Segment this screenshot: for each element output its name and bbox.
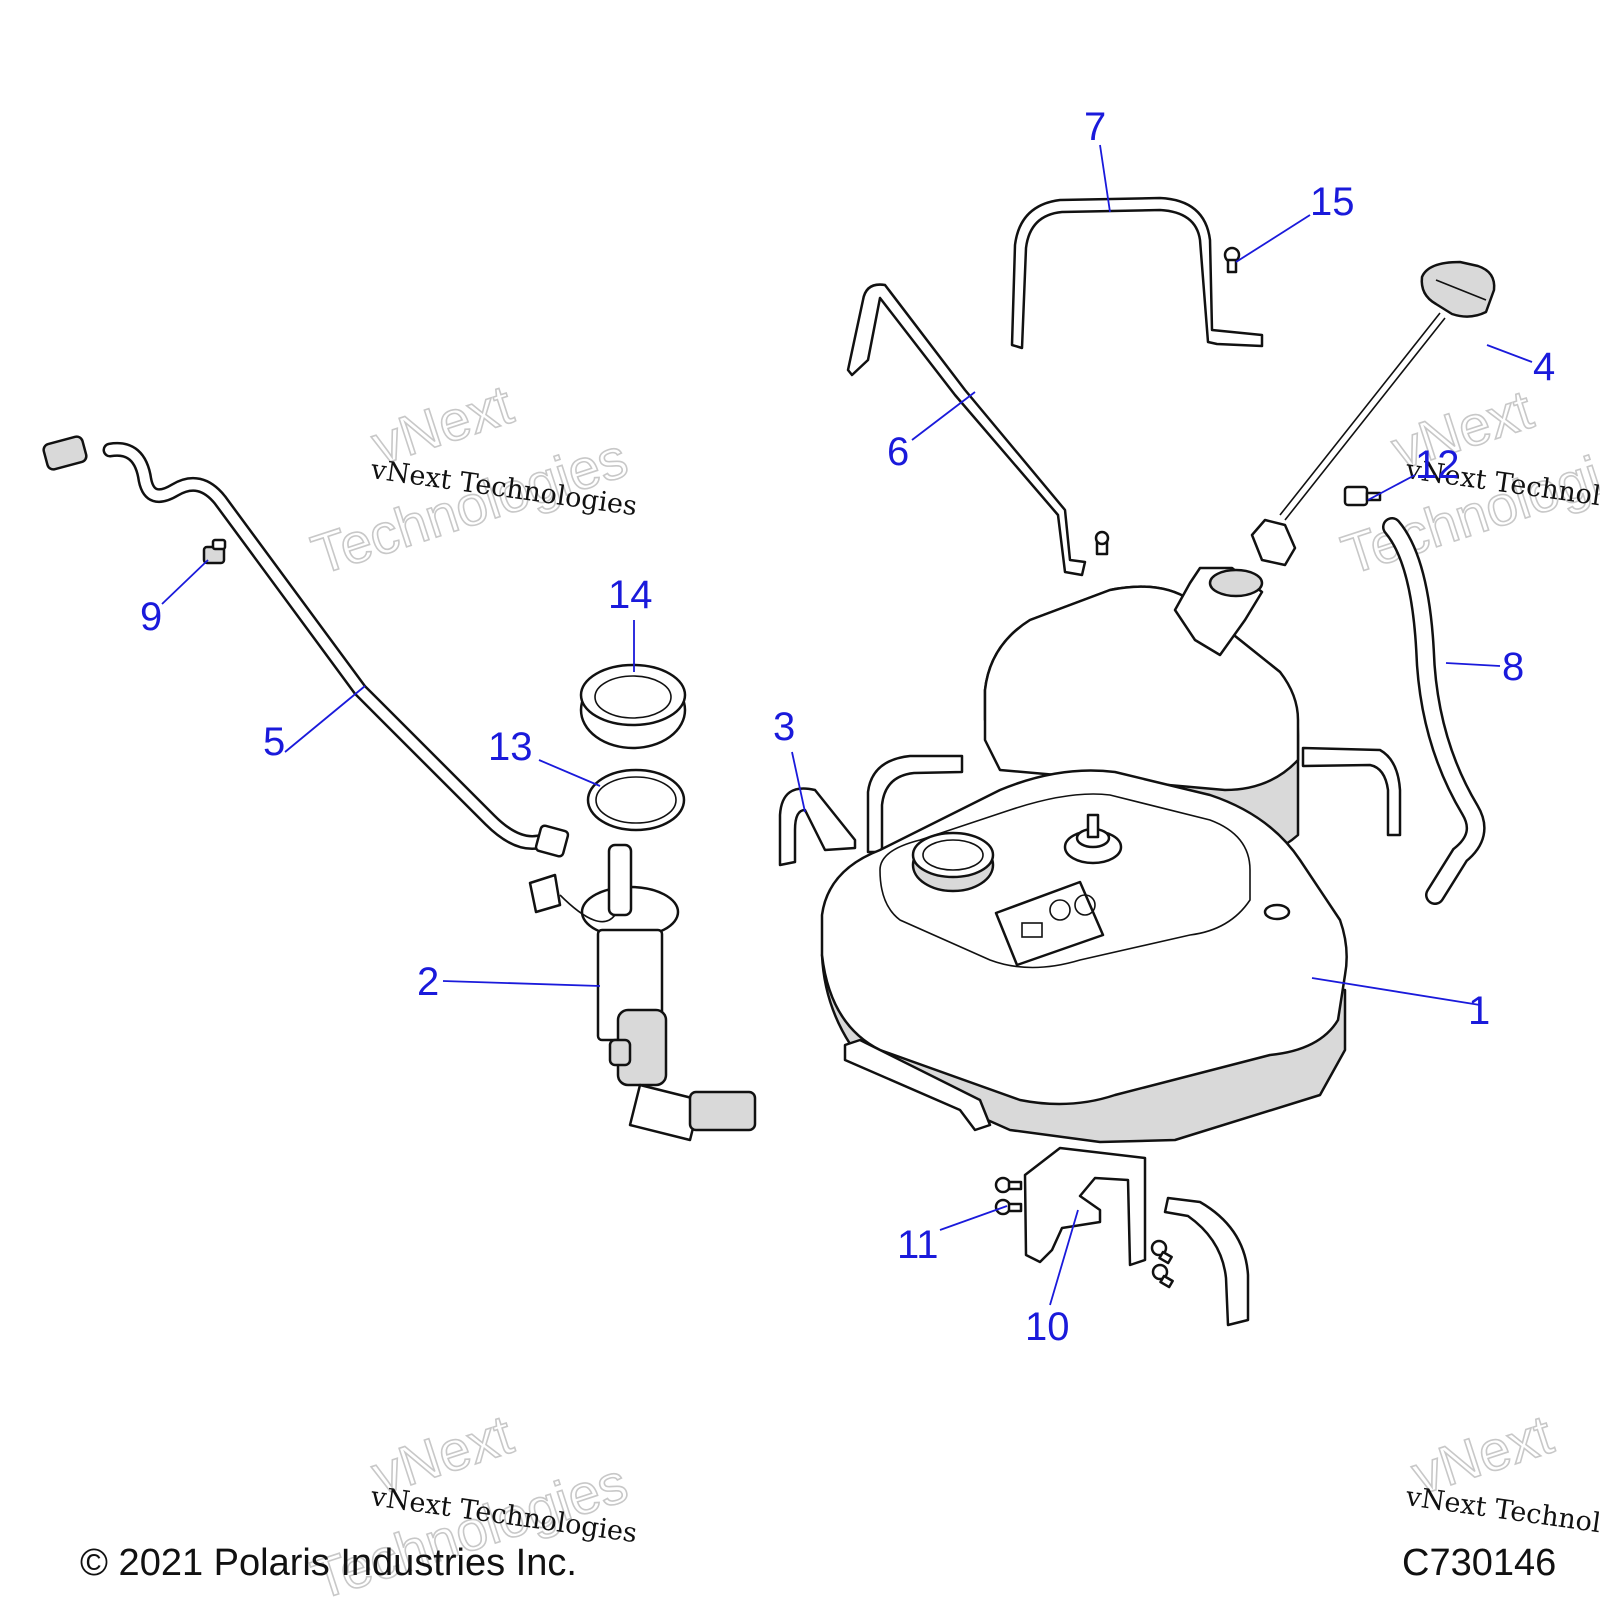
callout-2: 2 (417, 960, 439, 1004)
part-7-top-strap (1010, 196, 1264, 350)
copyright-text: © 2021 Polaris Industries Inc. (80, 1542, 577, 1584)
leader-lines (161, 144, 1533, 1306)
callout-1: 1 (1468, 989, 1490, 1033)
callout-14: 14 (608, 573, 653, 617)
part-2-fuel-pump (528, 843, 757, 1142)
callout-11: 11 (897, 1223, 939, 1267)
part-1-fuel-tank (820, 566, 1348, 1144)
part-4-fuel-sender (1250, 260, 1496, 567)
callout-13: 13 (488, 725, 533, 769)
diagram-id: C730146 (1402, 1542, 1556, 1584)
part-3-heat-shield (778, 787, 857, 867)
callout-9: 9 (140, 595, 162, 639)
part-13-seal (586, 768, 686, 832)
callout-10: 10 (1025, 1305, 1070, 1349)
callout-numbers: 1 2 3 4 5 6 7 8 9 10 11 12 13 14 15 (140, 105, 1555, 1349)
tank-shields (866, 746, 1402, 1327)
part-15-bolt (1223, 246, 1241, 274)
callout-4: 4 (1533, 345, 1555, 389)
callout-6: 6 (887, 430, 909, 474)
callout-3: 3 (773, 705, 795, 749)
part-9-fitting (202, 538, 227, 565)
callout-5: 5 (263, 720, 285, 764)
callout-15: 15 (1310, 180, 1355, 224)
callout-7: 7 (1084, 105, 1106, 149)
part-5-fuel-line (42, 435, 570, 858)
part-11-bolts (994, 1176, 1174, 1289)
part-8-vent-hose (1382, 517, 1486, 905)
watermark-bottom-right: vNext vNext Technologies (1403, 1401, 1600, 1549)
callout-8: 8 (1502, 645, 1524, 689)
watermark-top-left: vNext Technologies vNext Technologies (303, 371, 639, 587)
callout-12: 12 (1415, 443, 1460, 487)
part-14-lock-ring (579, 663, 687, 750)
part-10-bracket (1023, 1146, 1147, 1267)
svg-text:vNext Technologies: vNext Technologies (1403, 1481, 1600, 1549)
part-6-diagonal-strap (846, 283, 1110, 577)
